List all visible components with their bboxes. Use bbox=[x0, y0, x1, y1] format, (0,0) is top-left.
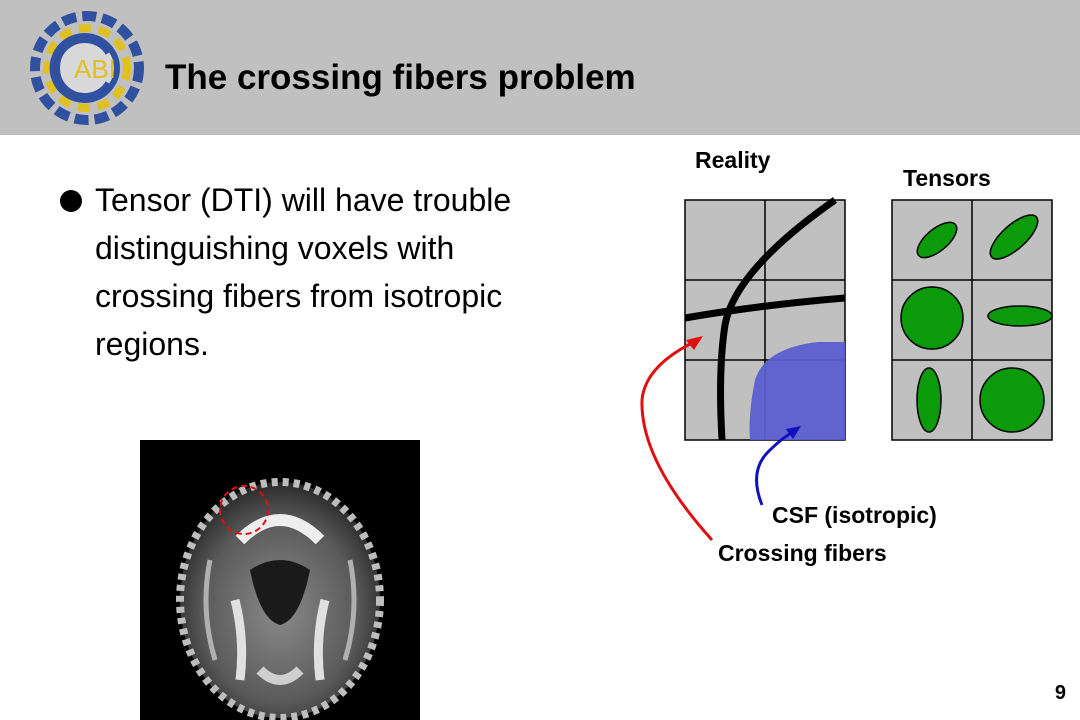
svg-text:ABI: ABI bbox=[74, 54, 116, 84]
crossing-arrow bbox=[640, 338, 714, 542]
fiber-curved bbox=[717, 197, 838, 441]
page-number: 9 bbox=[1054, 682, 1066, 704]
crossing-region-circle bbox=[219, 485, 269, 535]
tensor-ellipse bbox=[916, 367, 942, 433]
tensor-ellipse bbox=[989, 214, 1039, 260]
fiber-horizontal bbox=[684, 294, 846, 322]
csf-arrowhead bbox=[786, 426, 801, 439]
tensor-sphere bbox=[979, 367, 1045, 433]
abi-logo: ABI bbox=[30, 11, 144, 125]
csf-label: CSF (isotropic) bbox=[772, 502, 937, 528]
csf-arrow bbox=[755, 428, 797, 506]
bullet-dot-icon bbox=[60, 190, 82, 212]
slide-title: The crossing fibers problem bbox=[165, 58, 636, 97]
tensor-ellipse bbox=[916, 221, 958, 259]
slide-header: ABI The crossing fibers problem bbox=[0, 0, 1080, 135]
bullet-text: Tensor (DTI) will have trouble distingui… bbox=[95, 182, 512, 362]
reality-grid bbox=[684, 197, 846, 441]
crossing-label: Crossing fibers bbox=[718, 540, 887, 566]
crossing-arrowhead bbox=[686, 336, 703, 350]
tensors-label: Tensors bbox=[903, 165, 991, 191]
tensor-ellipse bbox=[987, 305, 1053, 327]
crossing-diagram: Reality Tensors CSF (isotropic) Crossing… bbox=[600, 140, 1080, 580]
csf-region bbox=[749, 342, 845, 440]
tensor-sphere bbox=[900, 286, 964, 350]
tensors-grid bbox=[891, 199, 1053, 441]
brain-dti-image bbox=[140, 440, 420, 720]
reality-label: Reality bbox=[695, 147, 771, 173]
